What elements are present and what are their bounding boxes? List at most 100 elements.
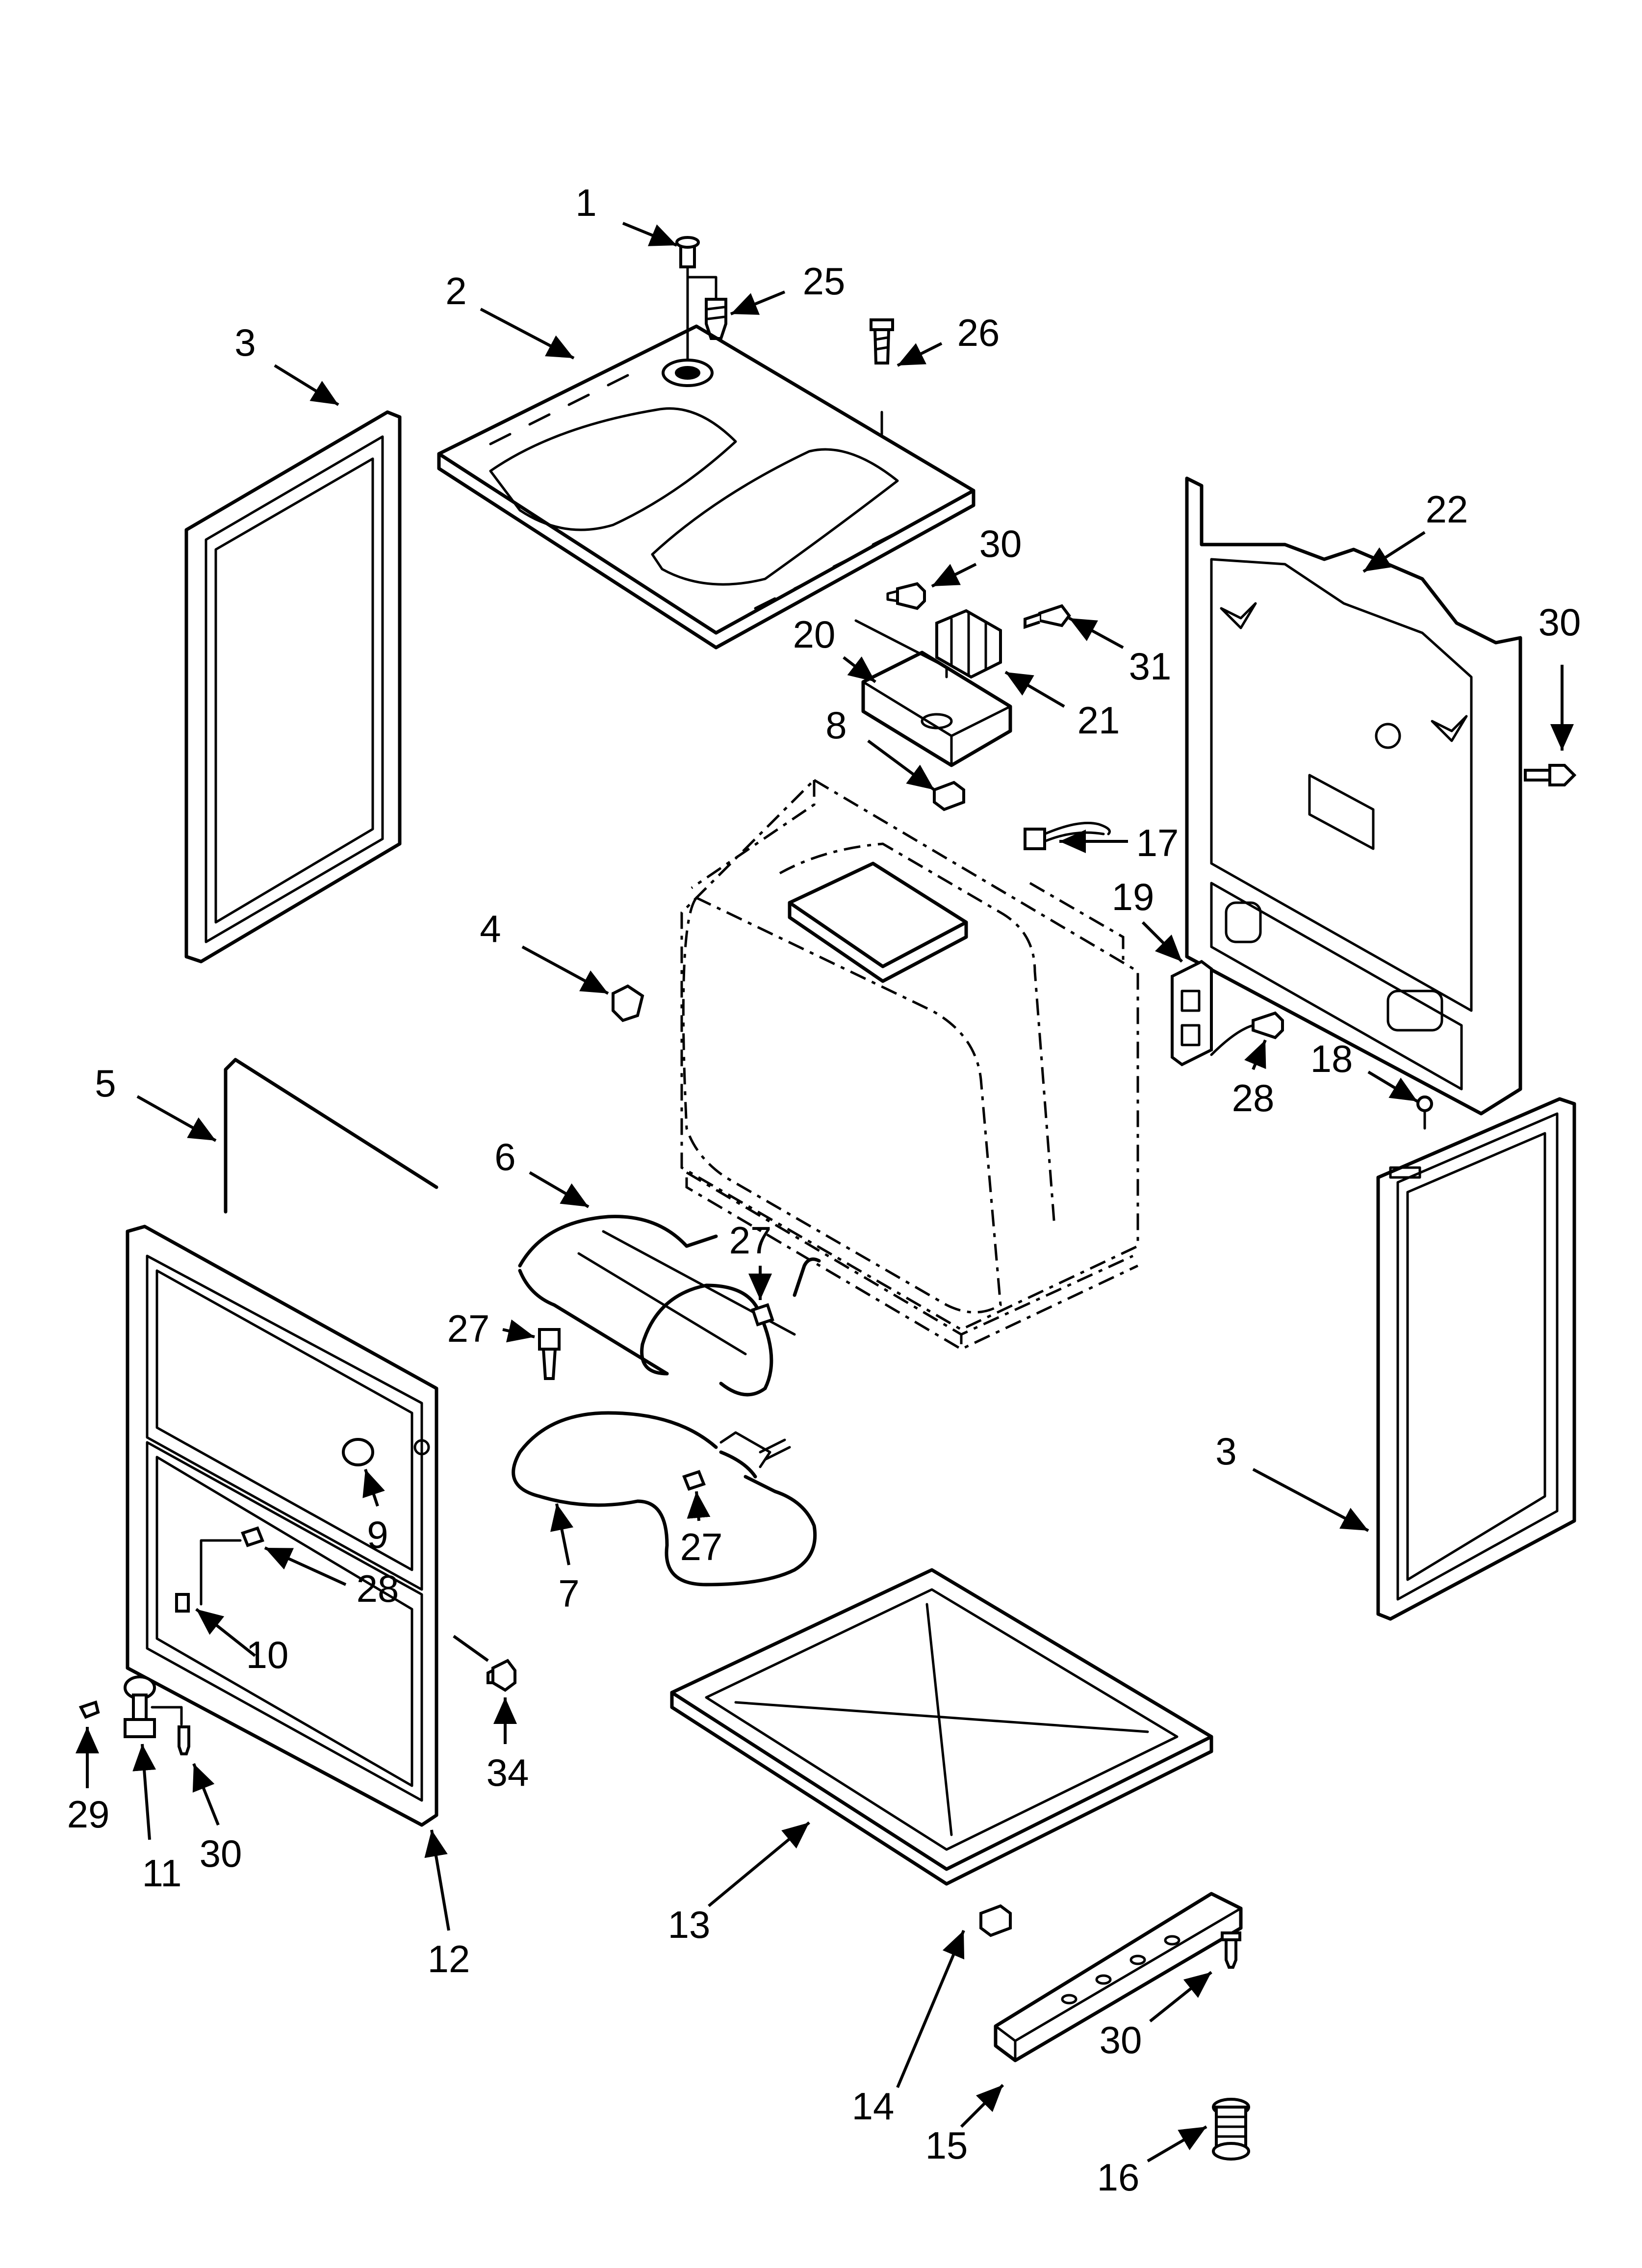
leader-16 [1147,2125,1207,2163]
part-20-bracket [861,651,1012,767]
callout-20: 20 [793,613,836,656]
callout-5: 5 [95,1062,116,1105]
part-26-screw [870,318,894,436]
callout-6: 6 [494,1135,515,1178]
leader-28b [1244,1039,1267,1070]
part-11-leveling-leg [124,1675,183,1738]
part-7-bake-element [512,1411,817,1587]
part-14-clip [979,1904,1012,1937]
leader-1 [622,222,678,247]
part-18-plug [1416,1095,1433,1130]
callout-26: 26 [957,311,1000,354]
callout-9: 9 [367,1513,388,1556]
callout-28: 28 [1232,1076,1275,1120]
leader-6 [529,1171,590,1208]
callout-1: 1 [575,181,596,224]
callout-27: 27 [729,1219,772,1262]
part-12-front-frame [126,1225,438,1827]
callout-34: 34 [487,1751,529,1794]
callout-27: 27 [680,1525,723,1568]
part-17-wire-harness [1024,822,1111,850]
callout-28: 28 [357,1567,399,1610]
leader-10 [195,1608,256,1657]
callout-25: 25 [803,260,846,303]
callout-4: 4 [480,907,501,950]
leader-13 [708,1821,810,1907]
callout-3: 3 [234,321,256,364]
leader-27c [687,1491,711,1521]
leader-25 [730,290,786,315]
leader-20 [843,656,876,683]
leader-9 [362,1469,385,1507]
leader-30d [1149,1971,1212,2023]
callout-19: 19 [1112,875,1155,918]
part-21-terminal-block [854,609,1002,679]
part-28-screw-left [200,1526,264,1606]
callout-14: 14 [852,2085,895,2128]
leader-30c [192,1763,220,1826]
part-3-side-panel-left [184,410,402,964]
part-30-screw-top [886,582,926,610]
part-31-screw [1024,604,1071,629]
leader-26 [897,342,943,367]
leader-22 [1362,531,1426,573]
leader-2 [480,308,575,360]
leader-19 [1141,921,1183,963]
part-15-rail [994,1892,1243,2062]
leader-21 [1004,671,1065,708]
part-30-screw-lower-left [178,1725,190,1755]
part-28-screw-right [1210,1011,1284,1056]
leader-18 [1367,1070,1418,1103]
callout-21: 21 [1078,699,1120,742]
leader-31 [1068,617,1124,649]
part-22-rear-panel [1185,476,1522,1116]
callout-12: 12 [428,1937,470,1981]
part-5-gasket [224,1058,438,1214]
leader-4 [521,945,609,995]
part-1-screw [675,236,700,374]
callout-29: 29 [67,1793,110,1836]
part-34-screw [487,1659,516,1692]
callout-27: 27 [447,1307,490,1350]
callout-13: 13 [668,1903,711,1946]
part-30-screw-lower-right [1221,1931,1241,1969]
part-3-side-panel-right [1376,1097,1576,1621]
leader-5 [136,1095,217,1142]
callout-labels: 1 2 3 3 4 5 6 7 8 9 10 11 12 13 14 15 16… [67,181,1581,2199]
callout-3: 3 [1215,1430,1236,1473]
part-25-screw [686,276,727,340]
callout-2: 2 [445,269,466,313]
part-8-clip [933,781,965,811]
part-9-plug [342,1438,374,1466]
callout-15: 15 [925,2124,968,2167]
leader-27a [502,1319,535,1343]
leader-28a [264,1546,347,1586]
callout-30: 30 [200,1832,242,1875]
part-10-clip [175,1593,190,1613]
callout-30: 30 [979,522,1022,565]
leader-11 [132,1744,156,1840]
callout-18: 18 [1310,1037,1353,1080]
part-27-screw-c [682,1470,706,1491]
part-30-screw-right [1524,764,1577,786]
leader-12 [424,1829,450,1931]
callout-30: 30 [1100,2018,1142,2061]
oven-cavity-outline [680,778,1139,1351]
leader-15 [960,2084,1004,2128]
callout-30: 30 [1539,600,1581,644]
callout-22: 22 [1426,488,1468,531]
part-2-cooktop-base [437,324,975,650]
leader-7 [550,1503,574,1565]
leader-8 [867,739,935,791]
callout-11: 11 [142,1851,182,1895]
leader-3a [274,364,339,406]
part-27-screw-a [538,1328,561,1380]
leader-14 [896,1929,965,2088]
part-4-clip [612,984,644,1022]
callout-8: 8 [825,704,847,747]
callout-17: 17 [1136,821,1179,864]
part-16-leveling-foot [1212,2098,1250,2161]
part-29-screw [78,1700,100,1719]
callout-16: 16 [1097,2156,1140,2199]
